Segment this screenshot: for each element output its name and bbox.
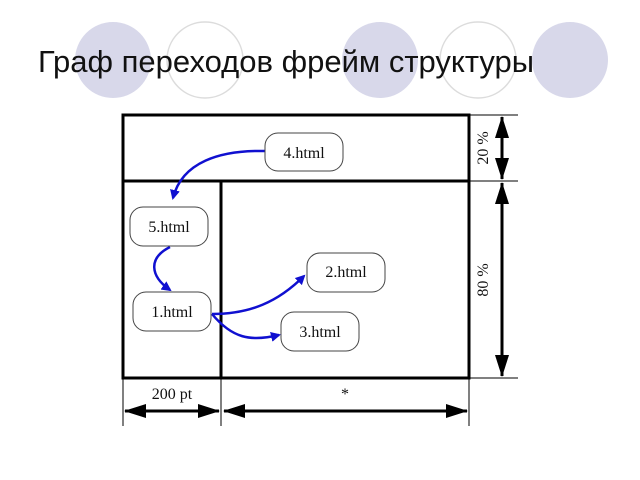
transition-edges — [153, 149, 306, 342]
decor-circle-outline — [166, 21, 244, 99]
edge-1-to-3 — [211, 313, 281, 342]
node-3-html[interactable]: 3.html — [280, 311, 360, 352]
dimension-label-top-row: 20 % — [475, 131, 492, 164]
dimension-label-left-col: 200 pt — [152, 386, 193, 403]
frame-outer — [121, 113, 471, 380]
graph-nodes: 4.html 5.html 2.html 1.html 3.html — [129, 132, 386, 352]
node-1-html[interactable]: 1.html — [132, 291, 212, 332]
node-label: 1.html — [151, 304, 193, 321]
node-5-html[interactable]: 5.html — [129, 206, 209, 247]
node-2-html[interactable]: 2.html — [306, 252, 386, 293]
edge-1-to-2 — [211, 274, 306, 316]
dimension-label-right-col: * — [341, 386, 349, 403]
frame-layout — [121, 113, 518, 426]
node-label: 5.html — [148, 219, 190, 236]
node-label: 3.html — [299, 324, 341, 341]
node-4-html[interactable]: 4.html — [264, 132, 344, 172]
decor-circle-filled — [75, 22, 151, 98]
decor-circle-filled — [342, 22, 418, 98]
decor-circle-outline — [439, 21, 517, 99]
decor-circle-filled — [532, 22, 608, 98]
node-label: 4.html — [283, 145, 325, 162]
dimension-labels: 20 % 80 % 200 pt * — [152, 131, 492, 403]
node-label: 2.html — [325, 264, 367, 281]
edge-5-to-1 — [153, 245, 172, 292]
slide-title: Граф переходов фрейм структуры — [38, 44, 534, 79]
dimension-label-bottom-row: 80 % — [475, 263, 492, 296]
decorative-circles — [75, 21, 608, 99]
edge-4-to-5 — [170, 149, 266, 200]
